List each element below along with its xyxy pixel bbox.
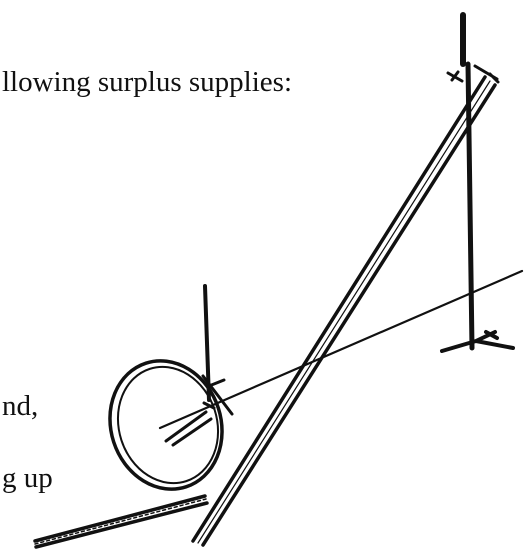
left-stand-clamp [201,374,234,416]
inclined-rail [191,75,497,547]
right-stand-clamp [446,64,500,84]
left-stand [164,284,234,447]
right-stand-base [440,330,515,353]
string-line [158,269,524,430]
right-stand [440,12,515,353]
bottom-track [33,494,209,549]
text-fragment-g-up: g up [2,462,53,494]
text-fragment-supplies: llowing surplus supplies: [2,66,293,98]
loop-the-loop [108,359,224,491]
text-fragment-nd: nd, [2,390,39,422]
